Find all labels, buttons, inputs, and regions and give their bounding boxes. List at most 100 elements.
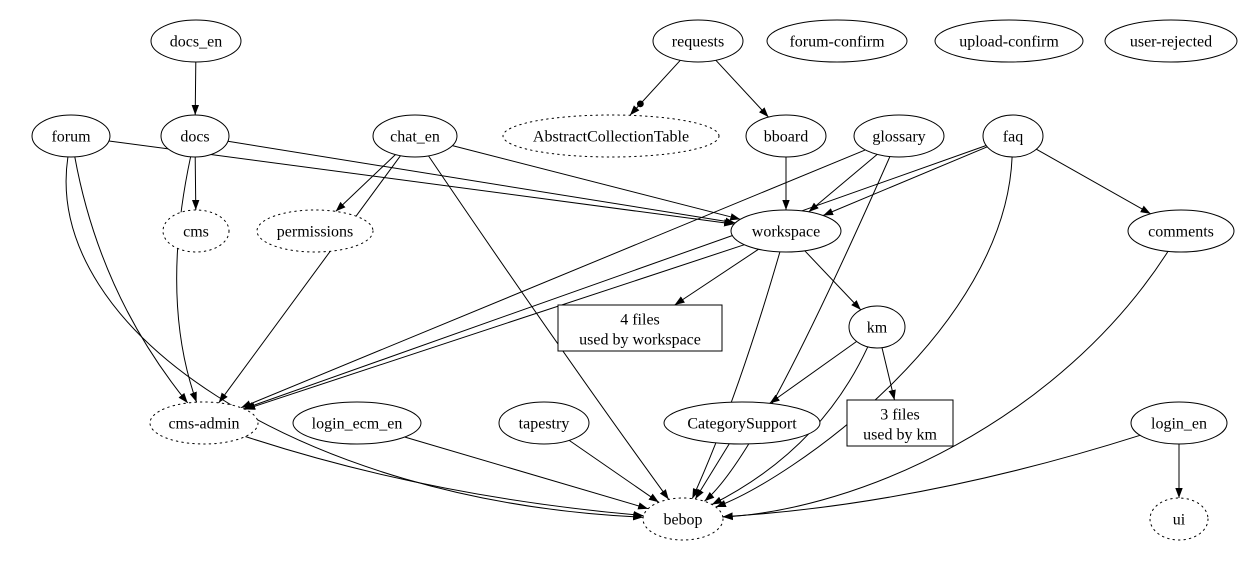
bboard-label: bboard: [764, 129, 808, 146]
permissions-label: permissions: [277, 224, 353, 241]
login-en-shape: [1130, 401, 1228, 445]
node-requests: requests: [652, 19, 744, 63]
node-ui: ui: [1149, 497, 1209, 541]
edge-chat-en-to-workspace: [452, 145, 741, 221]
edge-docs-to-cms: [191, 156, 200, 211]
node-tapestry: tapestry: [498, 401, 590, 445]
edge-workspace-to-files-workspace: [674, 248, 759, 306]
km-shape: [848, 305, 906, 349]
edge-forum-to-cms-admin: [74, 156, 189, 404]
node-km: km: [848, 305, 906, 349]
faq-label: faq: [1003, 129, 1023, 146]
files-workspace-label: 4 files: [620, 312, 660, 329]
workspace-label: workspace: [752, 224, 820, 241]
edge-workspace-to-bebop: [691, 251, 781, 499]
edge-requests-to-abstractcollectiontable: [629, 59, 681, 116]
edge-km-to-bebop: [711, 346, 869, 505]
node-docs-en: docs_en: [150, 19, 242, 63]
upload-confirm-shape: [934, 19, 1084, 63]
files-workspace-shape: [557, 304, 723, 352]
edge-login-en-to-bebop: [722, 434, 1141, 520]
node-forum-confirm: forum-confirm: [766, 19, 908, 63]
categorysupport-label: CategorySupport: [687, 416, 797, 433]
node-glossary: glossary: [853, 114, 945, 158]
abstractcollectiontable-label: AbstractCollectionTable: [533, 129, 689, 146]
node-upload-confirm: upload-confirm: [934, 19, 1084, 63]
bebop-label: bebop: [663, 512, 702, 529]
edge-faq-to-cms-admin: [243, 145, 987, 410]
ui-label: ui: [1173, 512, 1186, 529]
node-user-rejected: user-rejected: [1104, 19, 1238, 63]
docs-en-shape: [150, 19, 242, 63]
glossary-shape: [853, 114, 945, 158]
node-cms-admin: cms-admin: [149, 401, 259, 445]
files-workspace-label: used by workspace: [579, 332, 701, 349]
edge-docs-en-to-docs: [191, 61, 200, 116]
node-workspace: workspace: [730, 209, 842, 253]
chat-en-label: chat_en: [390, 129, 440, 146]
node-forum: forum: [31, 114, 111, 158]
node-abstractcollectiontable: AbstractCollectionTable: [502, 114, 720, 158]
forum-label: forum: [51, 129, 91, 146]
cms-admin-shape: [149, 401, 259, 445]
edge-km-to-categorysupport: [769, 340, 857, 404]
edge-login-ecm-en-to-bebop: [404, 436, 649, 510]
docs-label: docs: [180, 129, 209, 146]
nodes-layer: docs_en requests forum-confirm upload-confi…: [31, 19, 1238, 541]
files-km-label: used by km: [863, 427, 937, 444]
node-login-ecm-en: login_ecm_en: [292, 401, 422, 445]
comments-shape: [1127, 209, 1235, 253]
node-bboard: bboard: [745, 114, 827, 158]
edge-faq-to-comments: [1036, 148, 1151, 215]
node-chat-en: chat_en: [372, 114, 458, 158]
user-rejected-shape: [1104, 19, 1238, 63]
files-km-label: 3 files: [880, 407, 920, 424]
edge-workspace-to-km: [804, 250, 862, 311]
edge-km-to-files-km: [881, 347, 896, 401]
cms-label: cms: [183, 224, 209, 241]
requests-shape: [652, 19, 744, 63]
node-docs: docs: [160, 114, 230, 158]
edge-chat-en-to-permissions: [335, 154, 396, 212]
glossary-label: glossary: [872, 129, 925, 146]
node-bebop: bebop: [642, 497, 724, 541]
faq-shape: [982, 114, 1044, 158]
km-label: km: [867, 320, 888, 337]
node-faq: faq: [982, 114, 1044, 158]
node-cms: cms: [162, 209, 230, 253]
permissions-shape: [256, 209, 374, 253]
cms-shape: [162, 209, 230, 253]
ui-shape: [1149, 497, 1209, 541]
edge-workspace-to-cms-admin: [245, 244, 745, 410]
node-files-km: 3 files used by km: [846, 399, 954, 447]
user-rejected-label: user-rejected: [1130, 34, 1212, 51]
edge-glossary-to-bebop: [704, 156, 891, 502]
comments-label: comments: [1148, 224, 1214, 241]
forum-confirm-shape: [766, 19, 908, 63]
forum-shape: [31, 114, 111, 158]
edge-categorysupport-to-bebop: [694, 443, 730, 500]
chat-en-shape: [372, 114, 458, 158]
docs-shape: [160, 114, 230, 158]
upload-confirm-label: upload-confirm: [959, 34, 1059, 51]
edge-docs-to-workspace: [227, 140, 736, 225]
forum-confirm-label: forum-confirm: [789, 34, 885, 51]
node-permissions: permissions: [256, 209, 374, 253]
bebop-shape: [642, 497, 724, 541]
edges-layer: [65, 59, 1183, 521]
edge-requests-to-bboard: [715, 59, 769, 118]
edge-chat-en-to-bebop: [428, 155, 670, 500]
edge-docs-to-cms-admin: [176, 156, 198, 403]
node-login-en: login_en: [1130, 401, 1228, 445]
edge-faq-to-bebop: [715, 156, 1013, 508]
login-ecm-en-shape: [292, 401, 422, 445]
bboard-shape: [745, 114, 827, 158]
edge-comments-to-bebop: [722, 251, 1169, 521]
requests-label: requests: [672, 34, 724, 51]
node-files-workspace: 4 files used by workspace: [557, 304, 723, 352]
edge-chat-en-to-cms-admin: [218, 155, 401, 404]
files-km-shape: [846, 399, 954, 447]
edge-forum-to-bebop: [65, 156, 644, 521]
cms-admin-label: cms-admin: [168, 416, 239, 433]
